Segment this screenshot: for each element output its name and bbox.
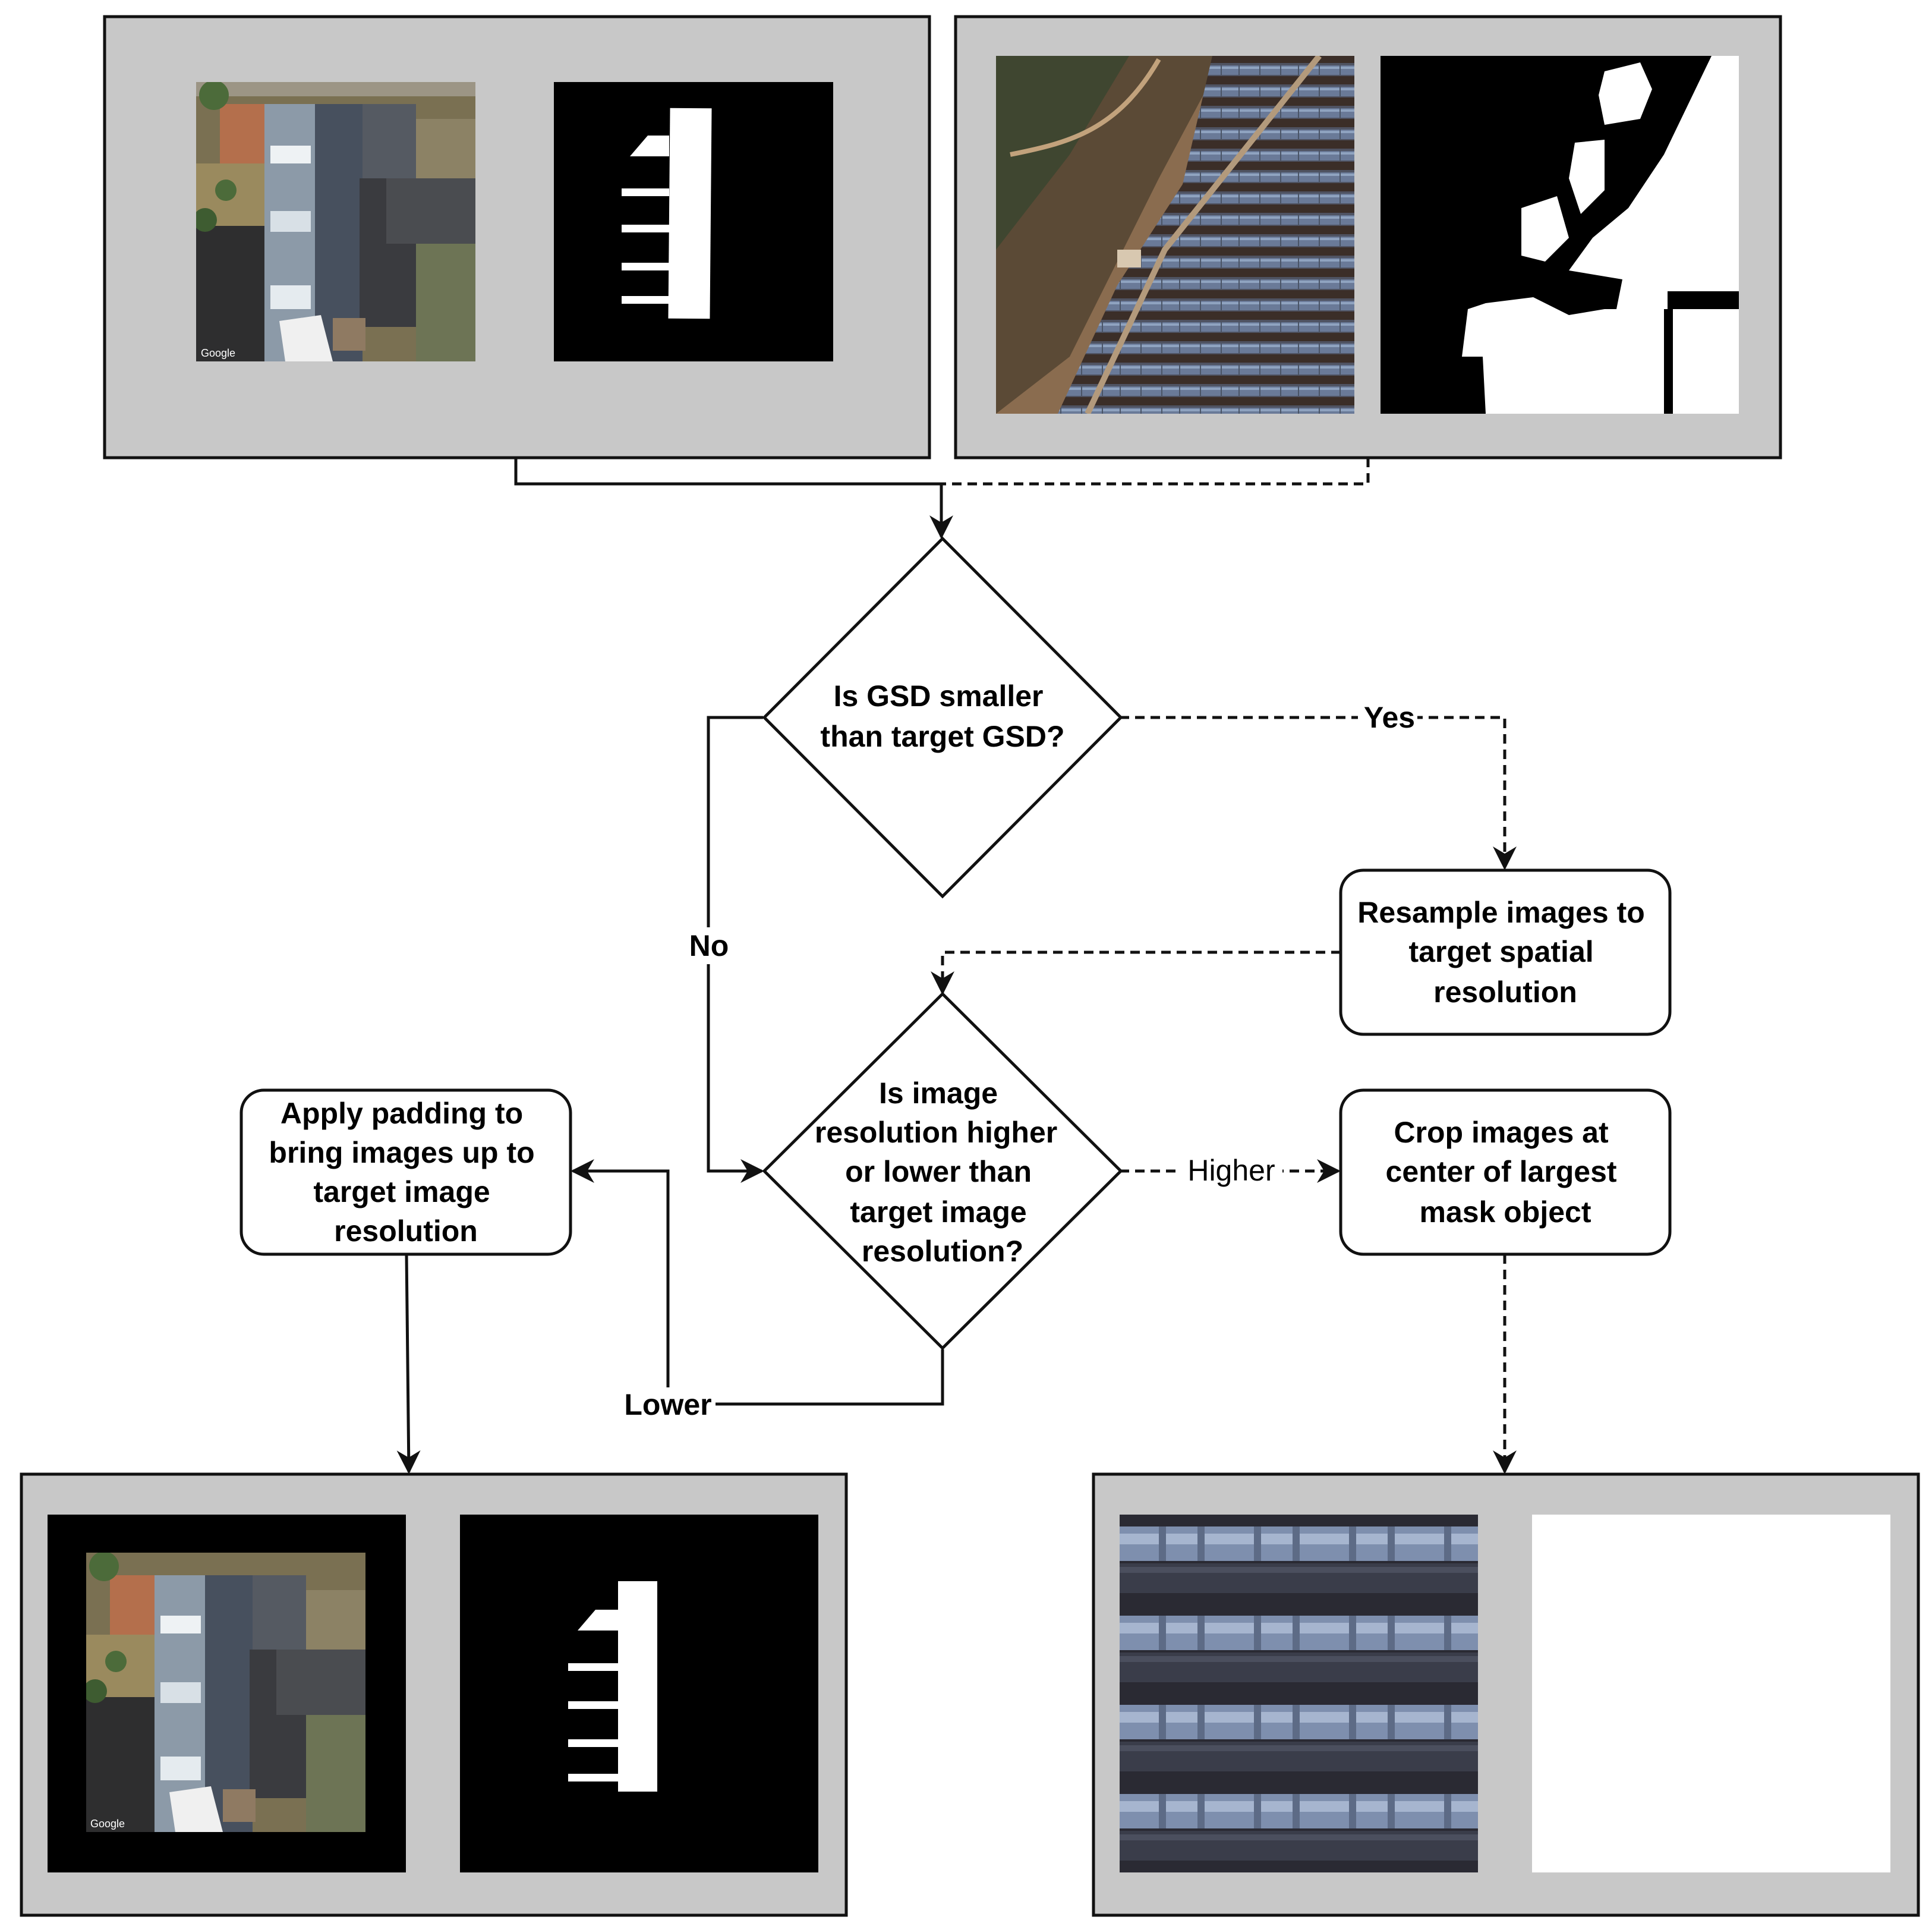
process-padding: Apply padding to bring images up to targ… <box>239 1088 572 1256</box>
edge-label-no: No <box>689 929 729 962</box>
cropped-mask-image <box>1532 1515 1890 1872</box>
padded-satellite-image: Google <box>48 1515 406 1872</box>
decision-resolution-label: Is image resolution higher or lower than… <box>815 1077 1066 1268</box>
process-resample: Resample images to target spatial resolu… <box>1339 868 1672 1036</box>
edge-top-right-to-gsd <box>941 458 1370 486</box>
output-panel-padded: Google <box>20 1472 848 1917</box>
output-panel-cropped <box>1092 1472 1920 1917</box>
padded-mask-image <box>460 1515 818 1872</box>
building-mask-image <box>554 82 833 361</box>
process-crop: Crop images at center of largest mask ob… <box>1339 1088 1672 1256</box>
edge-label-yes: Yes <box>1364 701 1415 734</box>
edge-top-left-to-gsd <box>514 458 953 539</box>
edge-label-lower: Lower <box>624 1388 711 1421</box>
input-panel-solar-farm <box>954 15 1782 459</box>
edge-label-higher: Higher <box>1187 1154 1275 1187</box>
process-padding-label: Apply padding to bring images up to targ… <box>269 1097 543 1248</box>
decision-gsd-label: Is GSD smaller than target GSD? <box>820 679 1064 753</box>
edge-yes <box>1120 716 1517 870</box>
edge-resample-to-resolution <box>931 950 1341 995</box>
building-satellite-image: Google <box>196 82 475 361</box>
solar-farm-mask-image <box>1381 56 1739 414</box>
solar-farm-satellite-image <box>996 56 1354 414</box>
input-panel-building: Google <box>103 15 931 459</box>
google-watermark: Google <box>201 347 235 359</box>
edge-padding-to-output <box>396 1254 421 1474</box>
decision-gsd: Is GSD smaller than target GSD? <box>762 536 1123 899</box>
google-watermark: Google <box>90 1818 125 1830</box>
process-crop-label: Crop images at center of largest mask ob… <box>1386 1116 1625 1229</box>
cropped-satellite-image <box>1120 1515 1478 1872</box>
decision-resolution: Is image resolution higher or lower than… <box>762 992 1123 1351</box>
process-resample-label: Resample images to target spatial resolu… <box>1357 896 1653 1009</box>
